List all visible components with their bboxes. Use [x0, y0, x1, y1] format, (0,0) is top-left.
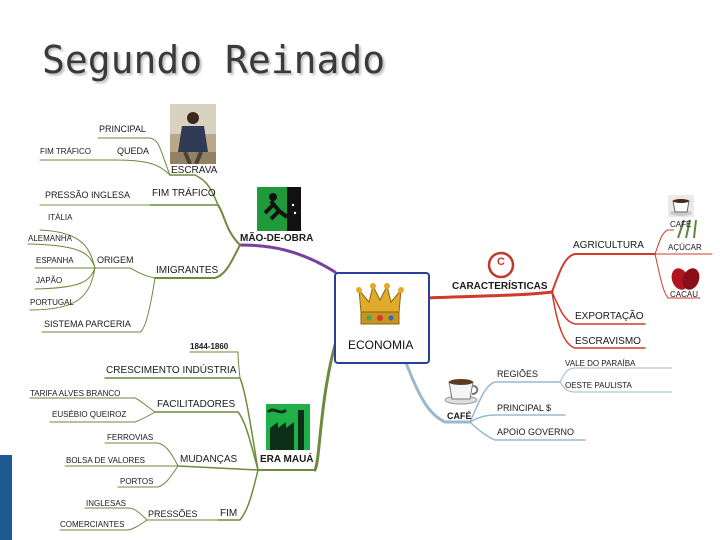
label-vale: VALE DO PARAÍBA	[565, 359, 636, 368]
label-inglesas: INGLESAS	[86, 499, 127, 508]
label-origem: ORIGEM	[97, 255, 134, 265]
cocoa-icon	[671, 268, 700, 290]
label-queda: QUEDA	[117, 146, 150, 156]
label-bolsa: BOLSA DE VALORES	[66, 456, 145, 465]
label-facilitadores: FACILITADORES	[157, 399, 236, 410]
label-acucar: AÇÚCAR	[668, 243, 702, 252]
label-periodo: 1844-1860	[190, 342, 229, 351]
label-crescimento-industria: CRESCIMENTO INDÚSTRIA	[106, 365, 237, 376]
branch-mao-de-obra	[238, 243, 337, 274]
label-comerciantes: COMERCIANTES	[60, 520, 125, 529]
label-imigrantes: IMIGRANTES	[156, 265, 219, 276]
label-tarifa: TARIFA ALVES BRANCO	[30, 389, 121, 398]
label-espanha: ESPANHA	[36, 256, 74, 265]
label-cafe: CAFÉ	[447, 411, 472, 421]
label-principal: PRINCIPAL	[99, 124, 146, 134]
label-agricultura: AGRICULTURA	[573, 240, 644, 251]
page-title: Segundo Reinado	[42, 38, 386, 82]
center-node-label: ECONOMIA	[348, 338, 414, 352]
label-exportacao: EXPORTAÇÃO	[575, 311, 644, 322]
worker-icon	[257, 187, 301, 231]
label-apoio: APOIO GOVERNO	[497, 427, 575, 437]
label-ferrovias: FERROVIAS	[107, 433, 154, 442]
label-oeste: OESTE PAULISTA	[565, 381, 632, 390]
label-pressao-inglesa: PRESSÃO INGLESA	[45, 190, 131, 200]
label-escravismo: ESCRAVISMO	[575, 336, 641, 347]
slave-portrait-icon	[170, 104, 216, 164]
crown-icon	[356, 283, 404, 325]
label-principal-money: PRINCIPAL $	[497, 403, 552, 413]
label-mao-de-obra: MÃO-DE-OBRA	[240, 233, 314, 244]
label-cacau: CACAU	[670, 290, 699, 299]
label-mudancas: MUDANÇAS	[180, 454, 238, 465]
factory-icon	[266, 404, 310, 450]
label-era-maua: ERA MAUÁ	[260, 454, 314, 465]
label-japao: JAPÃO	[36, 276, 63, 285]
copyright-icon	[487, 251, 515, 279]
label-portugal: PORTUGAL	[30, 298, 74, 307]
label-eusebio: EUSÉBIO QUEIROZ	[52, 410, 127, 419]
label-italia: ITÁLIA	[48, 213, 73, 222]
slide-edge-bar	[0, 455, 12, 540]
label-fim: FIM	[220, 508, 238, 519]
label-cafe-top: CAFÉ	[670, 220, 692, 229]
coffee-cup-icon	[444, 379, 479, 405]
label-pressoes: PRESSÕES	[148, 509, 198, 519]
label-portos: PORTOS	[120, 477, 154, 486]
copyright-letter: C	[497, 256, 505, 268]
label-escrava: ESCRAVA	[171, 165, 218, 176]
label-sistema-parceria: SISTEMA PARCERIA	[44, 319, 131, 329]
label-alemanha: ALEMANHA	[28, 234, 73, 243]
label-fim-trafico: FIM TRÁFICO	[152, 188, 216, 199]
sugar-icon	[674, 218, 704, 240]
label-caracteristicas: CARACTERÍSTICAS	[452, 281, 548, 292]
label-regioes: REGIÕES	[497, 369, 539, 379]
label-fim-trafico-small: FIM TRÁFICO	[40, 147, 91, 156]
coffee-cup-small-icon	[668, 195, 694, 217]
